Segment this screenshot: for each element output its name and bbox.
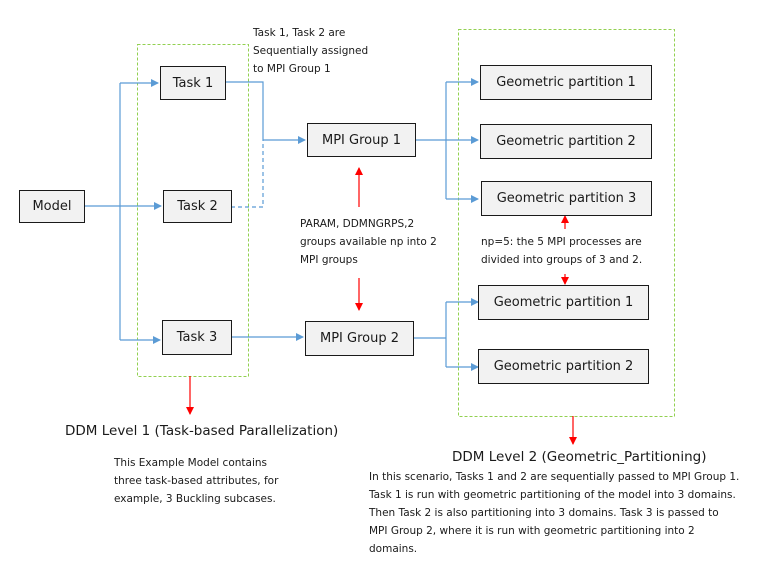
group1-partition-3-node: Geometric partition 3 bbox=[481, 181, 652, 216]
note-line: Sequentially assigned bbox=[253, 45, 369, 57]
param-note: PARAM, DDMNGRPS,2 groups available np in… bbox=[300, 215, 437, 269]
mpi-group-1-node: MPI Group 1 bbox=[307, 123, 416, 157]
description-line: Then Task 2 is also partitioning into 3 … bbox=[369, 507, 719, 519]
level1-description: This Example Model contains three task-b… bbox=[114, 454, 278, 508]
group2-partition-1-node: Geometric partition 1 bbox=[478, 285, 649, 320]
task1-to-mpi1-line bbox=[225, 81, 264, 140]
note-line: np=5: the 5 MPI processes are bbox=[481, 236, 642, 248]
level2-title: DDM Level 2 (Geometric_Partitioning) bbox=[452, 449, 707, 465]
partition-level-container bbox=[458, 29, 675, 417]
description-line: In this scenario, Tasks 1 and 2 are sequ… bbox=[369, 471, 740, 483]
description-line: three task-based attributes, for bbox=[114, 475, 279, 487]
group2-partition-2-node: Geometric partition 2 bbox=[478, 349, 649, 384]
task3-node: Task 3 bbox=[162, 320, 232, 355]
description-line: domains. bbox=[369, 543, 418, 555]
note-line: groups available np into 2 bbox=[300, 236, 437, 248]
level2-description: In this scenario, Tasks 1 and 2 are sequ… bbox=[369, 468, 739, 558]
description-line: MPI Group 2, where it is run with geomet… bbox=[369, 525, 695, 537]
mpi-group-2-node: MPI Group 2 bbox=[305, 321, 414, 356]
note-line: Task 1, Task 2 are bbox=[253, 27, 346, 39]
note-line: to MPI Group 1 bbox=[253, 63, 331, 75]
note-line: divided into groups of 3 and 2. bbox=[481, 254, 643, 266]
task2-node: Task 2 bbox=[163, 190, 232, 223]
sequential-assignment-note: Task 1, Task 2 are Sequentially assigned… bbox=[253, 24, 368, 78]
description-line: This Example Model contains bbox=[114, 457, 267, 469]
model-node: Model bbox=[19, 190, 85, 223]
np-note: np=5: the 5 MPI processes are divided in… bbox=[481, 233, 642, 269]
task2-to-mpi1-dashed-line bbox=[231, 140, 264, 208]
level1-title: DDM Level 1 (Task-based Parallelization) bbox=[65, 423, 339, 439]
group1-partition-2-node: Geometric partition 2 bbox=[480, 124, 652, 159]
task1-node: Task 1 bbox=[160, 66, 226, 100]
description-line: Task 1 is run with geometric partitionin… bbox=[369, 489, 736, 501]
note-line: PARAM, DDMNGRPS,2 bbox=[300, 218, 415, 230]
task-level-container bbox=[137, 44, 249, 377]
group1-partition-1-node: Geometric partition 1 bbox=[480, 65, 652, 100]
note-line: MPI groups bbox=[300, 254, 358, 266]
description-line: example, 3 Buckling subcases. bbox=[114, 493, 276, 505]
